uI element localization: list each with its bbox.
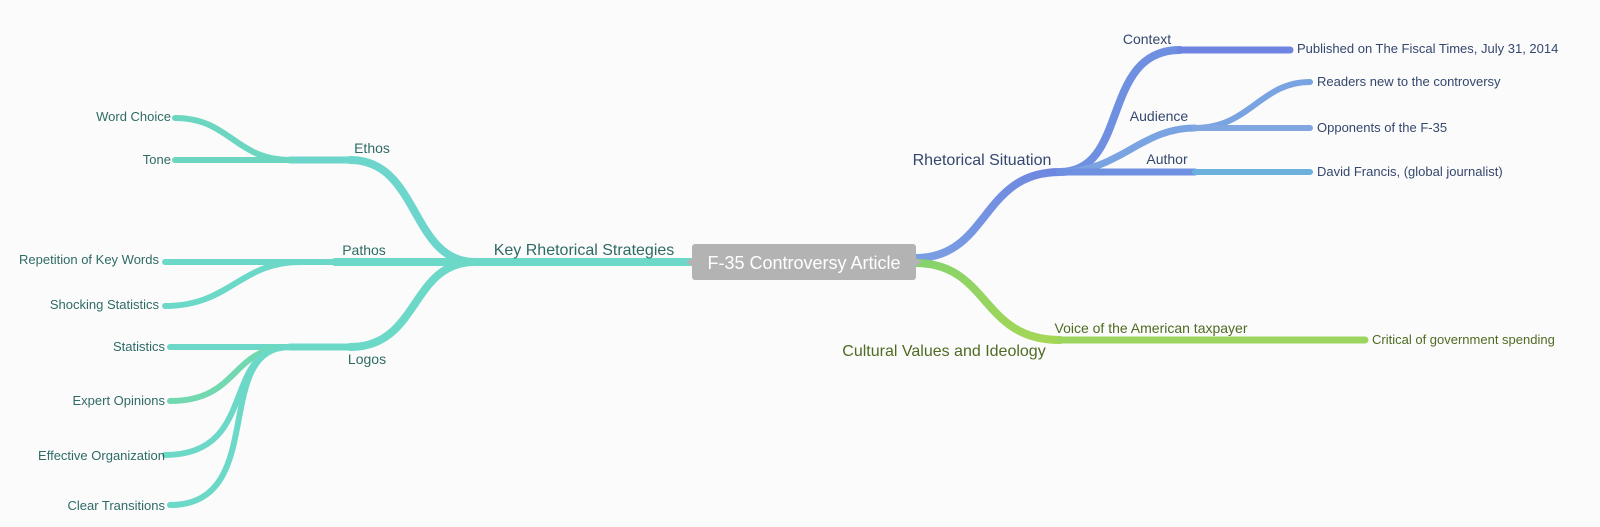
culture-labels: Cultural Values and Ideology Voice of th… — [842, 320, 1555, 360]
branch-strategies-logos — [346, 258, 479, 351]
pathos-label[interactable]: Pathos — [342, 242, 386, 258]
ethos-label[interactable]: Ethos — [354, 140, 390, 156]
root-node-label: F-35 Controversy Article — [707, 253, 900, 273]
voice-label[interactable]: Voice of the American taxpayer — [1055, 320, 1248, 336]
branch-ethos-word-choice — [172, 115, 293, 163]
root-node-right-arrow — [916, 258, 922, 266]
situation-label[interactable]: Rhetorical Situation — [913, 152, 1052, 169]
root-node[interactable]: F-35 Controversy Article — [686, 244, 922, 280]
strategies-label[interactable]: Key Rhetorical Strategies — [494, 242, 675, 259]
branch-root-situation — [911, 168, 1064, 262]
context-label[interactable]: Context — [1123, 31, 1171, 47]
voice-item-critical[interactable]: Critical of government spending — [1372, 332, 1555, 347]
branch-root-culture — [911, 259, 1064, 344]
strategies-branches — [162, 115, 694, 508]
audience-item-opponents[interactable]: Opponents of the F-35 — [1317, 120, 1447, 135]
logos-item-statistics[interactable]: Statistics — [113, 339, 166, 354]
root-node-box — [692, 244, 916, 280]
branch-strategies-ethos — [346, 156, 479, 266]
culture-branches — [911, 259, 1369, 344]
root-node-left-arrow — [686, 258, 692, 266]
ethos-item-tone[interactable]: Tone — [143, 152, 171, 167]
situation-branches — [911, 46, 1313, 262]
pathos-item-shocking[interactable]: Shocking Statistics — [50, 297, 160, 312]
branch-logos-transitions — [167, 344, 293, 508]
pathos-item-repetition[interactable]: Repetition of Key Words — [19, 252, 159, 267]
author-label[interactable]: Author — [1146, 151, 1188, 167]
culture-label[interactable]: Cultural Values and Ideology — [842, 343, 1045, 360]
audience-item-readers[interactable]: Readers new to the controversy — [1317, 74, 1501, 89]
context-item-published[interactable]: Published on The Fiscal Times, July 31, … — [1297, 41, 1558, 56]
logos-item-organization[interactable]: Effective Organization — [38, 448, 165, 463]
branch-logos-expert — [167, 344, 293, 404]
branch-audience-readers — [1192, 79, 1313, 131]
strategies-labels: Key Rhetorical Strategies Ethos Word Cho… — [19, 109, 674, 513]
logos-item-expert[interactable]: Expert Opinions — [73, 393, 166, 408]
logos-item-transitions[interactable]: Clear Transitions — [67, 498, 165, 513]
author-item-francis[interactable]: David Francis, (global journalist) — [1317, 164, 1503, 179]
branch-pathos-shocking — [162, 259, 303, 309]
ethos-item-word-choice[interactable]: Word Choice — [96, 109, 171, 124]
audience-label[interactable]: Audience — [1130, 108, 1189, 124]
logos-label[interactable]: Logos — [348, 351, 386, 367]
situation-labels: Rhetorical Situation Context Published o… — [913, 31, 1559, 179]
